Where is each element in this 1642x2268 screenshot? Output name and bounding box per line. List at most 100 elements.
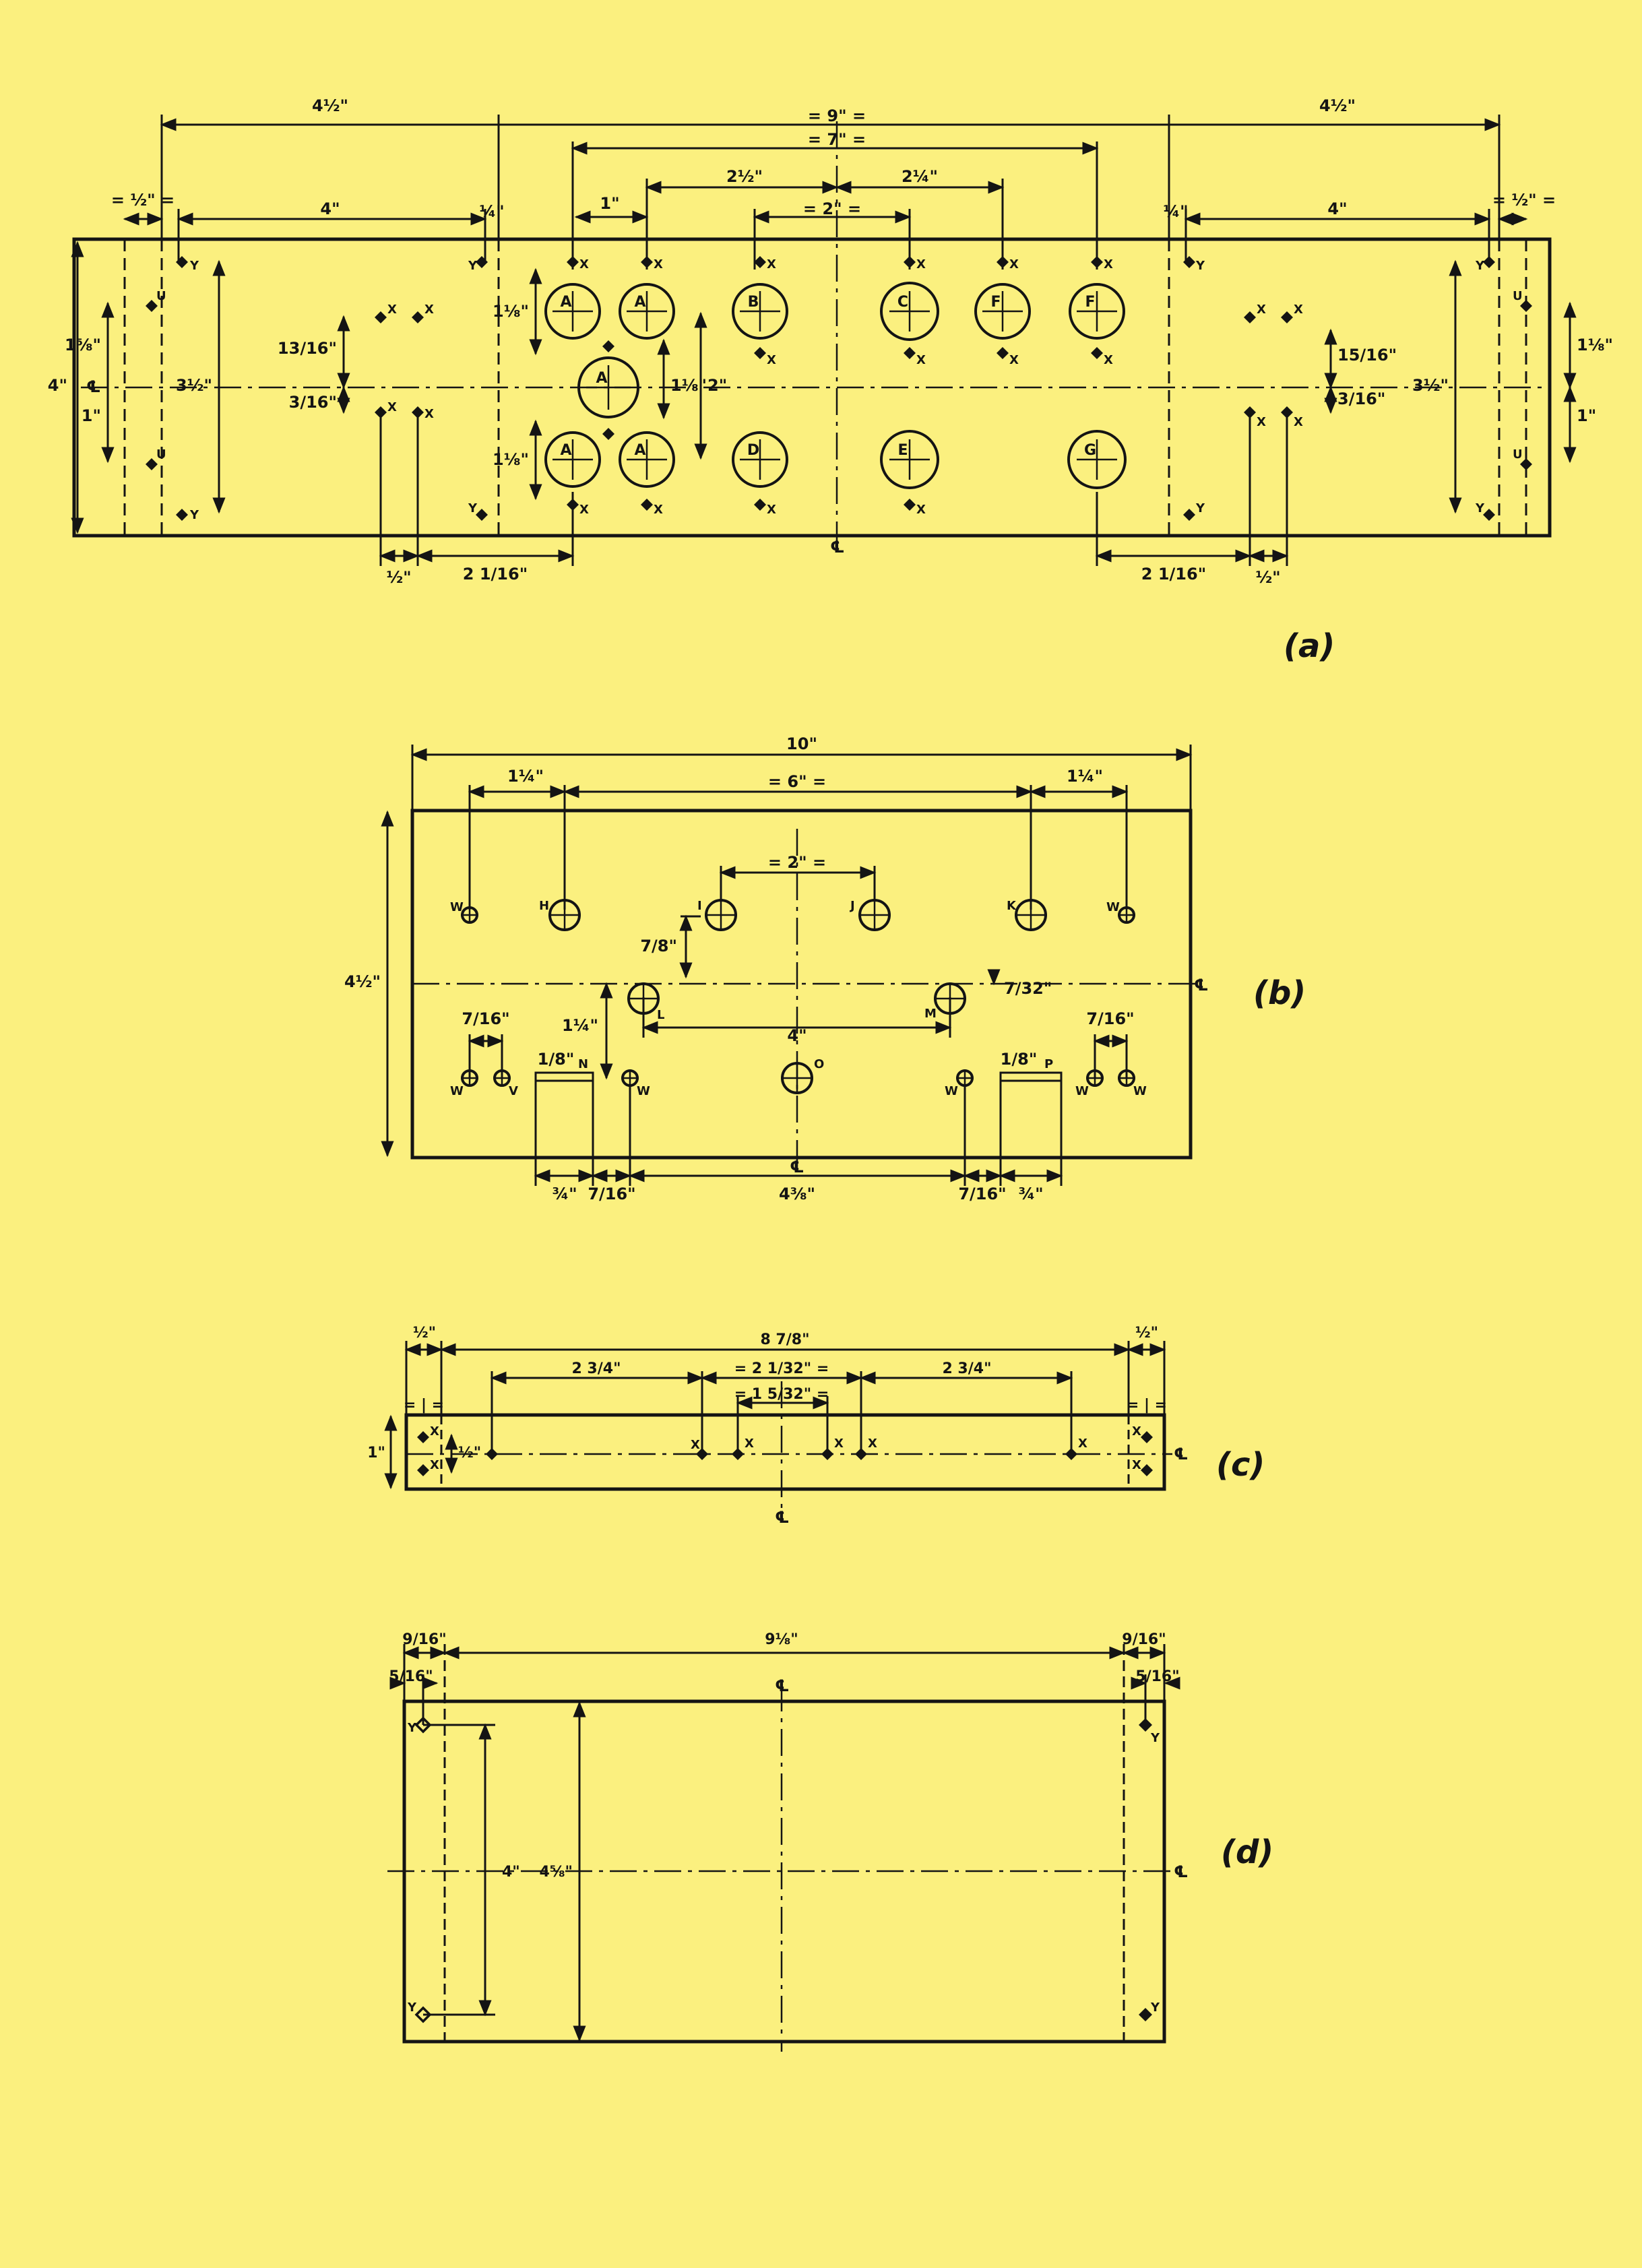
dim-b-1-8-right: 1/8" (1001, 1050, 1038, 1069)
plate-a-centerline-mark: ℄ (830, 538, 845, 557)
label-u-r2: U (1513, 447, 1523, 462)
plate-b-centerlines (412, 829, 1196, 1169)
dim-c-half-left: ½" (413, 1325, 436, 1342)
label-c: C (897, 294, 908, 311)
dim-a-1: 1" (600, 194, 619, 213)
dim-d-5-16-right: 5/16" (1135, 1668, 1179, 1685)
dim-a-2-1-16-left: 2 1/16" (463, 565, 528, 584)
plate-a-hidden-lines (123, 239, 1527, 536)
plate-a-pins (146, 256, 1532, 521)
dim-c-half-vert: ½" (458, 1445, 481, 1461)
label-x-3: X (387, 400, 397, 414)
label-y-tr2: Y (1475, 259, 1485, 273)
plate-d-centerline-mark-top: ℄ (775, 1676, 790, 1695)
dim-a-2-quarter: 2¼" (902, 167, 938, 186)
hole-a2 (619, 283, 675, 340)
dim-d-9-1-8: 9⅛" (765, 1631, 798, 1648)
plate-b-slots (534, 1071, 1063, 1082)
dim-a-overall-9: = 9" = (808, 106, 866, 125)
label-y-tl: Y (189, 259, 199, 273)
hole-f1 (974, 283, 1031, 340)
label-u-r1: U (1513, 289, 1523, 303)
label-x-c2: X (430, 1458, 439, 1472)
dim-a-2: = 2" = (803, 199, 861, 218)
label-w4: W (637, 1084, 650, 1098)
dim-b-1-quarter-mid: 1¼" (562, 1016, 598, 1035)
hole-a1 (544, 283, 601, 340)
dim-b-2: = 2" = (768, 853, 826, 872)
label-x-12: X (654, 503, 663, 517)
label-b: B (748, 294, 759, 311)
label-u-l1: U (156, 289, 166, 303)
dim-b-overall-10: 10" (786, 734, 817, 753)
diagram-d: 9/16" 9/16" 9⅛" 5/16" 5/16" 4" 4⅝" Y Y Y… (387, 1631, 1273, 2052)
hole-a5 (619, 431, 675, 488)
dim-a-height-4: 4" (48, 376, 67, 395)
label-x-c3: X (691, 1438, 700, 1452)
label-m: M (924, 1007, 937, 1021)
dim-c-half-right: ½" (1135, 1325, 1158, 1342)
slot-p (999, 1071, 1063, 1082)
dim-b-7-16-bottom-right: 7/16" (958, 1185, 1006, 1203)
dim-a-1: 1" (82, 406, 101, 425)
dim-a-4-right: 4" (1327, 199, 1347, 218)
dim-a-1-1-8-top: 1⅛" (493, 302, 529, 321)
dim-a-half-bottom-left: ½" (386, 568, 411, 587)
label-d: D (747, 442, 759, 459)
dim-a-half-bottom-right: ½" (1255, 568, 1280, 587)
plate-d-labels: Y Y Y Y (407, 1721, 1160, 2015)
label-x-8: X (916, 257, 926, 272)
dim-a-3-half-left: 3½" (176, 376, 212, 395)
dim-b-4: 4" (787, 1026, 807, 1045)
plate-b-dimension-text: 10" = 6" = 1¼" 1¼" = 2" = 7/8" 7/32" 4" … (344, 734, 1135, 1203)
label-x-c1: X (430, 1424, 439, 1439)
label-x-18: X (1104, 353, 1113, 367)
label-y-br2: Y (1475, 501, 1485, 515)
label-k: K (1007, 899, 1017, 913)
plate-a-centerlines (81, 121, 1546, 546)
dim-b-4-half: 4½" (344, 972, 381, 991)
label-y-d1: Y (407, 1721, 417, 1735)
diagram-b: 10" = 6" = 1¼" 1¼" = 2" = 7/8" 7/32" 4" … (344, 734, 1306, 1203)
plate-d-solid-pins (1139, 1718, 1152, 2021)
label-w7: W (1133, 1084, 1147, 1098)
dim-d-4: 4" (502, 1864, 520, 1881)
label-e: E (897, 442, 908, 459)
dim-d-4-5-8: 4⅝" (539, 1864, 573, 1881)
plate-a-hole-crosses (552, 291, 1117, 480)
label-y-d4: Y (1150, 2001, 1160, 2015)
caption-b: (b) (1253, 974, 1306, 1012)
label-x-6: X (654, 257, 663, 272)
plate-c-centerline-mark: ℄ (1174, 1445, 1189, 1463)
plate-c-labels: X X X X X X X X X (430, 1424, 1141, 1472)
plate-b-hole-crosses (461, 899, 1135, 1094)
label-x-2: X (424, 303, 434, 317)
label-x-4: X (424, 407, 434, 421)
label-a1: A (560, 294, 571, 311)
label-w1: W (450, 900, 464, 914)
label-a2: A (634, 294, 645, 311)
plate-c-centerline-mark-bottom: ℄ (775, 1508, 790, 1527)
dim-a-quarter-right: ¼" (1163, 202, 1188, 221)
dim-b-7-16-right: 7/16" (1086, 1009, 1134, 1028)
plate-a-dimension-text: 4½" 4½" = 9" = = 7" = 2½" 2¼" 1" = 2" = … (48, 96, 1613, 587)
label-w6: W (1075, 1084, 1089, 1098)
plate-d-centerlines (387, 1684, 1172, 2052)
plate-d-centerline-mark: ℄ (1174, 1862, 1189, 1881)
dim-a-2-vert: 2" (707, 376, 727, 395)
dim-a-1-1-8-bottom: 1⅛" (493, 450, 529, 469)
dim-a-3-half-right: 3½" (1412, 376, 1449, 395)
label-f1: F (990, 294, 1001, 311)
dim-a-quarter-left: ¼" (479, 202, 504, 221)
dim-a-2-1-16-right: 2 1/16" (1141, 565, 1206, 584)
hole-f2 (1069, 283, 1125, 340)
label-p: P (1044, 1057, 1053, 1071)
label-o: O (814, 1057, 824, 1071)
label-y-bl2: Y (468, 501, 478, 515)
plate-a-holes (544, 282, 1127, 489)
plate-c-hidden-lines (440, 1415, 1130, 1489)
label-i: I (697, 899, 702, 913)
label-w5: W (945, 1084, 958, 1098)
plate-a-dimension-lines (71, 115, 1577, 566)
